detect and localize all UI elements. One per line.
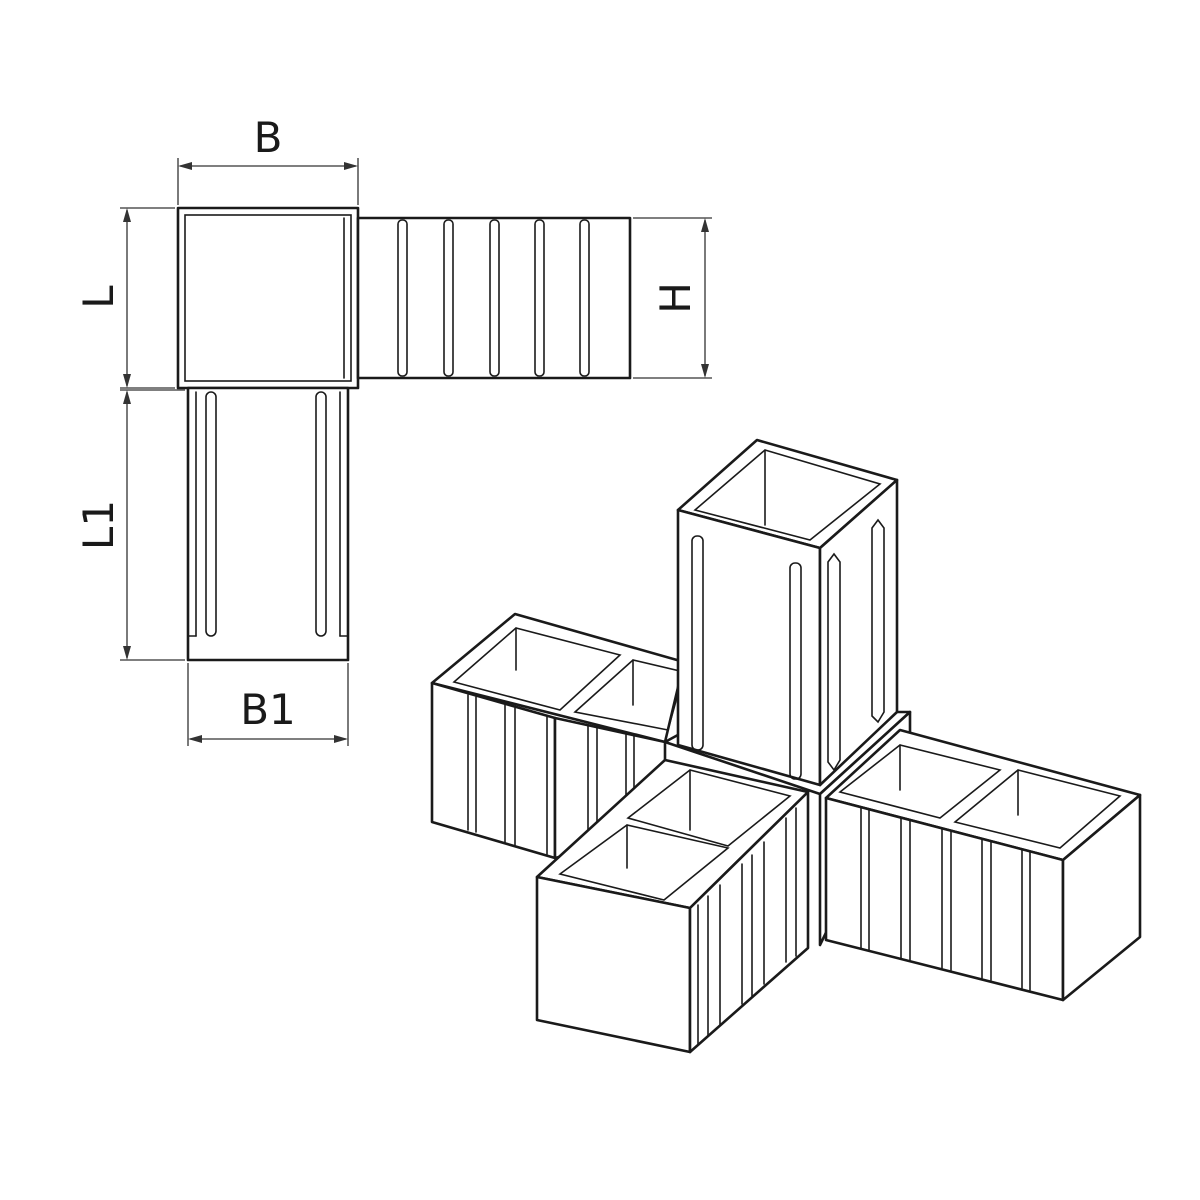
square-head [176,206,360,390]
dimension-l-label: L [74,285,123,309]
dimension-b: B [177,113,359,205]
dimension-h: H [633,217,712,379]
dimension-l1-label: L1 [74,500,123,550]
horizontal-arm [356,216,632,380]
dimension-l1: L1 [74,389,185,661]
vertical-post [676,438,899,787]
isometric-view [430,438,1142,1054]
dimension-b1-label: B1 [240,685,296,734]
dimension-b-label: B [254,113,283,162]
right-arm [824,728,1142,1002]
vertical-arm [186,386,350,662]
dimension-b1: B1 [187,663,349,746]
dimension-h-label: H [651,282,700,314]
orthographic-view: B L H L1 [74,113,712,746]
dimension-l: L [74,207,175,389]
back-left-arm [430,612,686,860]
front-left-arm [535,758,810,1054]
